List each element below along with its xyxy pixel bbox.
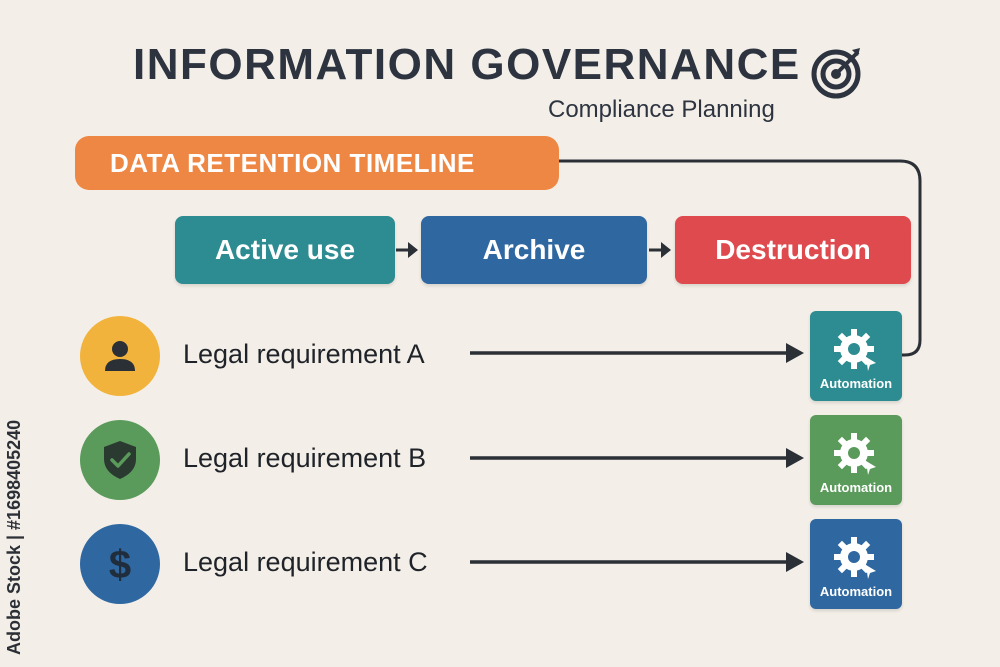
person-icon <box>80 316 160 396</box>
requirement-arrow-icon <box>470 448 804 468</box>
requirement-label-b: Legal requirement B <box>183 443 427 473</box>
page-title: INFORMATION GOVERNANCE <box>133 40 801 89</box>
page-subtitle: Compliance Planning <box>548 96 775 123</box>
stage-destruction: Destruction <box>675 216 911 284</box>
automation-label: Automation <box>819 480 893 495</box>
stage-arrow-icon <box>396 242 418 258</box>
automation-box-b: Automation <box>810 415 902 505</box>
data-retention-banner: DATA RETENTION TIMELINE <box>75 136 559 190</box>
stage-active-use: Active use <box>175 216 395 284</box>
automation-label: Automation <box>819 584 893 599</box>
stock-watermark: Adobe Stock | #1698405240 <box>4 419 24 655</box>
stage-archive: Archive <box>421 216 647 284</box>
automation-box-a: Automation <box>810 311 902 401</box>
automation-box-c: Automation <box>810 519 902 609</box>
requirement-arrow-icon <box>470 343 804 363</box>
requirement-label-a: Legal requirement A <box>183 339 425 369</box>
gear-icon <box>834 537 876 579</box>
requirement-arrow-icon <box>470 552 804 572</box>
automation-label: Automation <box>819 376 893 391</box>
gear-icon <box>834 329 876 371</box>
shield-check-icon <box>80 420 160 500</box>
target-icon <box>811 48 861 99</box>
requirement-label-c: Legal requirement C <box>183 547 428 577</box>
gear-icon <box>834 433 876 475</box>
svg-text:$: $ <box>109 543 131 586</box>
dollar-icon: $ <box>80 524 160 604</box>
stage-arrow-icon <box>649 242 671 258</box>
